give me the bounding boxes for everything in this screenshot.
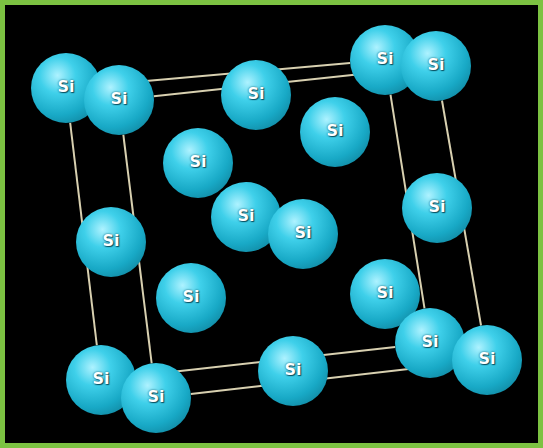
atom-symbol: Si [147,387,164,406]
atom-symbol: Si [110,89,127,108]
atom-symbol: Si [247,84,264,103]
atom-symbol: Si [284,360,301,379]
atom-symbol: Si [189,152,206,171]
silicon-atom: Si [221,60,291,130]
silicon-atom: Si [258,336,328,406]
silicon-atom: Si [401,31,471,101]
atom-symbol: Si [428,197,445,216]
atom-symbol: Si [376,283,393,302]
silicon-atom: Si [452,325,522,395]
silicon-atom: Si [121,363,191,433]
silicon-atom: Si [156,263,226,333]
atom-symbol: Si [182,287,199,306]
atom-symbol: Si [326,121,343,140]
silicon-atom: Si [163,128,233,198]
atom-symbol: Si [427,55,444,74]
atom-symbol: Si [478,349,495,368]
silicon-atom: Si [300,97,370,167]
atom-symbol: Si [376,49,393,68]
atom-symbol: Si [421,332,438,351]
atom-symbol: Si [102,231,119,250]
silicon-atom: Si [84,65,154,135]
atom-symbol: Si [57,77,74,96]
silicon-atom: Si [402,173,472,243]
silicon-atom: Si [268,199,338,269]
atom-symbol: Si [294,223,311,242]
atom-symbol: Si [237,206,254,225]
atom-symbol: Si [92,369,109,388]
silicon-atom: Si [76,207,146,277]
